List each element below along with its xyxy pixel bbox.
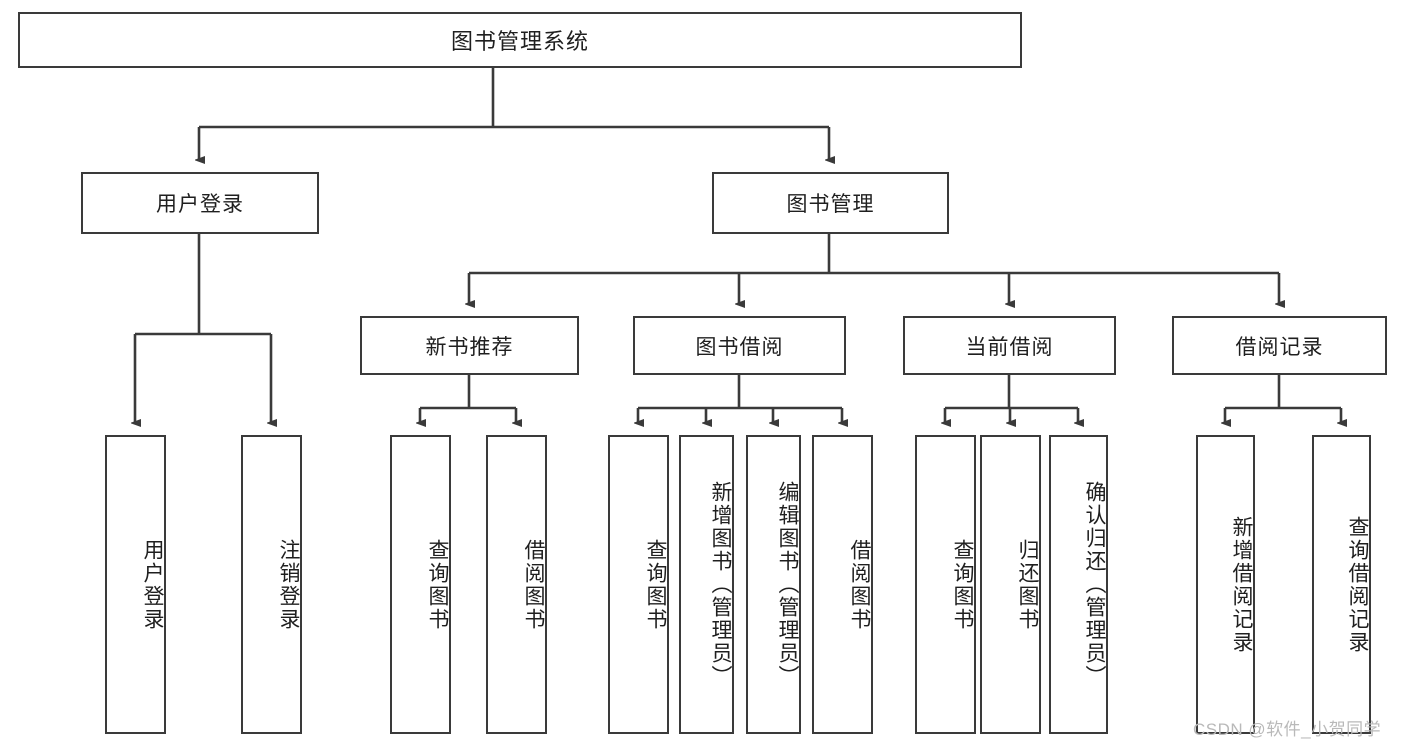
node-new-book-recommend-label: 新书推荐 (425, 335, 514, 359)
node-borrow-record[interactable]: 借阅记录 (1172, 316, 1387, 375)
leaf-query-book-current-label: 查询图书 (951, 538, 974, 631)
leaf-add-borrow-record-label: 新增借阅记录 (1230, 515, 1253, 654)
node-root-label: 图书管理系统 (450, 29, 589, 54)
leaf-borrow-book-recommend-label: 借阅图书 (522, 538, 545, 631)
node-book-management-label: 图书管理 (786, 193, 875, 216)
node-current-borrow[interactable]: 当前借阅 (903, 316, 1116, 375)
leaf-query-borrow-record-label: 查询借阅记录 (1346, 515, 1369, 654)
node-new-book-recommend[interactable]: 新书推荐 (360, 316, 579, 375)
leaf-edit-book-admin-label: 编辑图书（管理员） (776, 481, 799, 688)
leaf-user-login-label: 用户登录 (141, 538, 164, 631)
watermark: CSDN @软件_小贺同学 (1193, 720, 1382, 739)
node-book-management[interactable]: 图书管理 (712, 172, 949, 234)
leaf-logout[interactable]: 注销登录 (241, 435, 302, 734)
leaf-add-book-admin[interactable]: 新增图书（管理员） (679, 435, 734, 734)
leaf-borrow-book[interactable]: 借阅图书 (812, 435, 873, 734)
leaf-logout-label: 注销登录 (277, 538, 300, 631)
leaf-add-borrow-record[interactable]: 新增借阅记录 (1196, 435, 1255, 734)
leaf-borrow-book-label: 借阅图书 (848, 538, 871, 631)
node-book-borrow-label: 图书借阅 (695, 335, 784, 359)
leaf-edit-book-admin[interactable]: 编辑图书（管理员） (746, 435, 801, 734)
leaf-query-book-borrow[interactable]: 查询图书 (608, 435, 669, 734)
node-book-borrow[interactable]: 图书借阅 (633, 316, 846, 375)
leaf-query-book-borrow-label: 查询图书 (644, 538, 667, 631)
leaf-query-book-current[interactable]: 查询图书 (915, 435, 976, 734)
leaf-return-book-label: 归还图书 (1016, 538, 1039, 631)
leaf-query-book-recommend-label: 查询图书 (426, 538, 449, 631)
leaf-query-book-recommend[interactable]: 查询图书 (390, 435, 451, 734)
leaf-return-book[interactable]: 归还图书 (980, 435, 1041, 734)
leaf-confirm-return-admin[interactable]: 确认归还（管理员） (1049, 435, 1108, 734)
node-root[interactable]: 图书管理系统 (18, 12, 1022, 68)
node-current-borrow-label: 当前借阅 (965, 335, 1054, 359)
node-borrow-record-label: 借阅记录 (1235, 335, 1324, 359)
leaf-confirm-return-admin-label: 确认归还（管理员） (1083, 481, 1106, 688)
leaf-user-login[interactable]: 用户登录 (105, 435, 166, 734)
node-user-login[interactable]: 用户登录 (81, 172, 319, 234)
leaf-borrow-book-recommend[interactable]: 借阅图书 (486, 435, 547, 734)
leaf-query-borrow-record[interactable]: 查询借阅记录 (1312, 435, 1371, 734)
leaf-add-book-admin-label: 新增图书（管理员） (709, 481, 732, 688)
node-user-login-label: 用户登录 (156, 193, 244, 216)
